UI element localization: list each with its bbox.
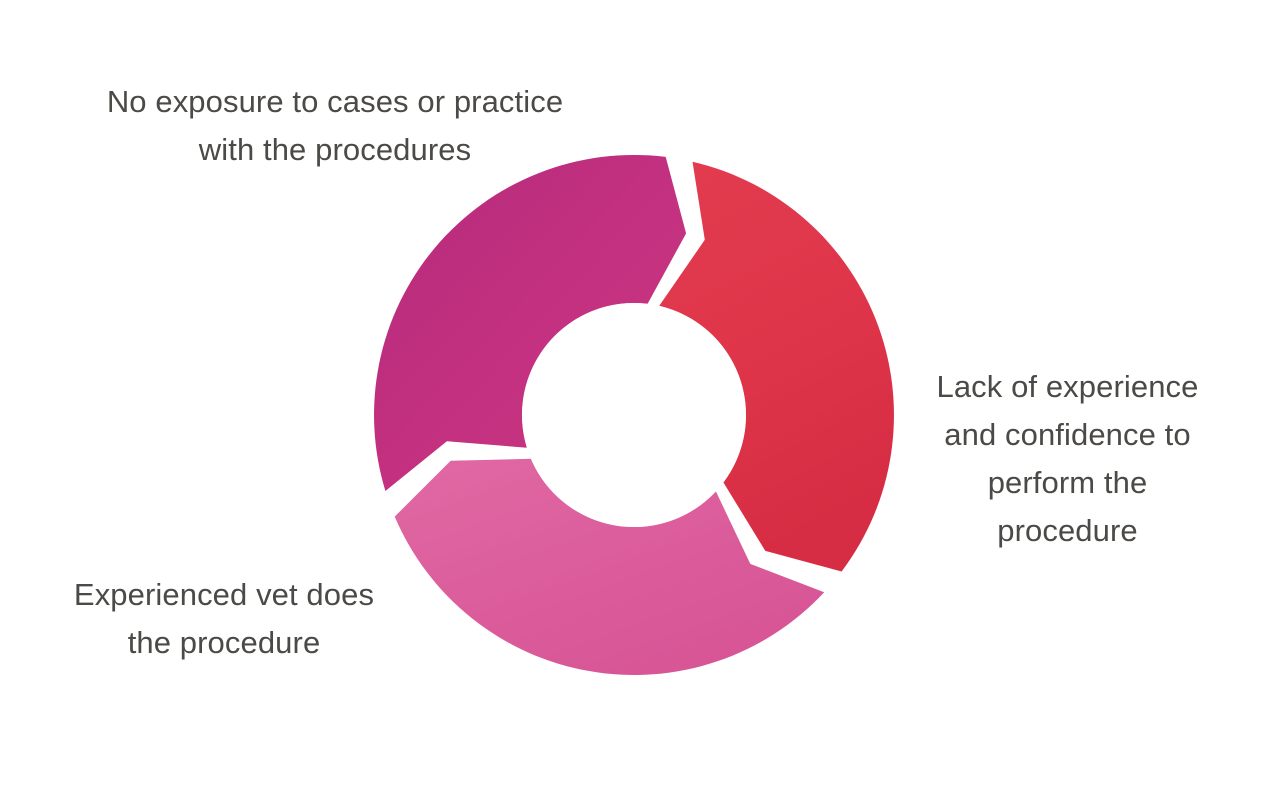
label-no-exposure: No exposure to cases or practice with th…: [106, 84, 564, 167]
segment-experienced-vet[interactable]: [394, 458, 825, 676]
segment-lack-of-experience[interactable]: [659, 161, 894, 572]
donut-segments: [374, 154, 894, 676]
label-lack-of-experience: Lack of experience and confidence to per…: [936, 369, 1199, 548]
donut-center-hole: [522, 303, 746, 527]
segment-no-exposure[interactable]: [374, 154, 687, 491]
label-experienced-vet: Experienced vet does the procedure: [73, 577, 375, 660]
